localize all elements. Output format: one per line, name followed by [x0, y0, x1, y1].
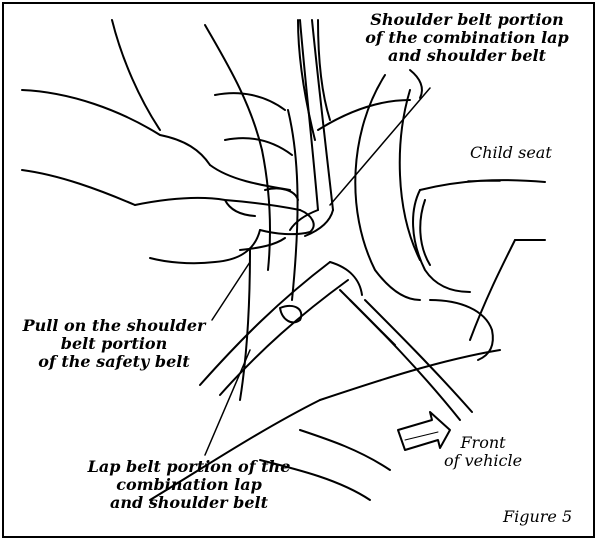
label-lap-belt-line-1: Lap belt portion of the [74, 458, 304, 476]
label-lap-belt-line-3: and shoulder belt [74, 494, 304, 512]
label-shoulder-belt: Shoulder belt portion of the combination… [362, 11, 572, 65]
label-figure: Figure 5 [503, 508, 572, 526]
label-front-line-1: Front [438, 434, 528, 452]
label-shoulder-belt-line-2: of the combination lap [362, 29, 572, 47]
label-front-of-vehicle: Front of vehicle [438, 434, 528, 470]
label-front-line-2: of vehicle [438, 452, 528, 470]
leader-shoulder-belt [330, 88, 430, 205]
label-child-seat: Child seat [470, 144, 552, 162]
label-shoulder-belt-line-3: and shoulder belt [362, 47, 572, 65]
label-lap-belt-line-2: combination lap [74, 476, 304, 494]
leader-pull-on [212, 262, 250, 320]
label-pull-on-line-1: Pull on the shoulder [14, 317, 214, 335]
label-figure-text: Figure 5 [503, 507, 572, 526]
label-child-seat-text: Child seat [470, 143, 552, 162]
label-pull-on: Pull on the shoulder belt portion of the… [14, 317, 214, 371]
label-lap-belt: Lap belt portion of the combination lap … [74, 458, 304, 512]
label-shoulder-belt-line-1: Shoulder belt portion [362, 11, 572, 29]
label-pull-on-line-2: belt portion [14, 335, 214, 353]
child-seat [355, 75, 545, 340]
label-pull-on-line-3: of the safety belt [14, 353, 214, 371]
